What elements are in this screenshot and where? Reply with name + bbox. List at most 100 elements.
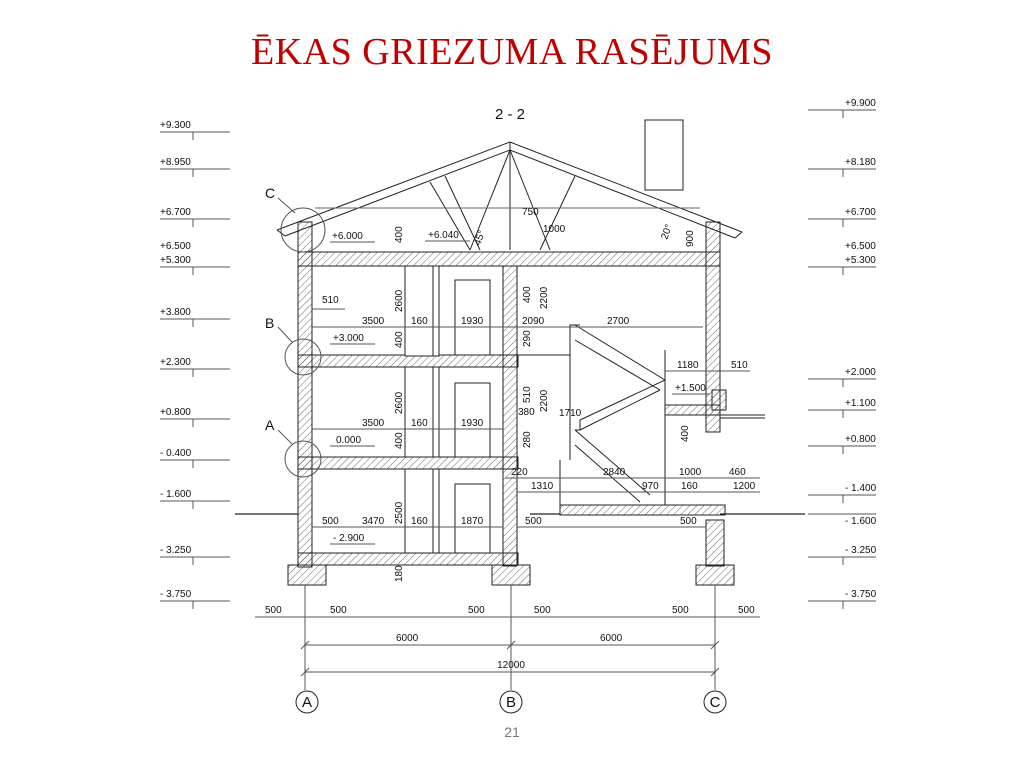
floor-marks: +6.000 +6.040 +3.000 0.000 - 2.900 +1.50… (330, 230, 710, 545)
dim-mid-1710: 1710 (559, 408, 582, 419)
elevation-right-4: +5.300 (845, 255, 876, 266)
dim-mid-1180: 1180 (677, 360, 699, 371)
dim-ground-970: 970 (642, 481, 659, 492)
elevation-left-10: - 3.250 (160, 545, 192, 556)
dim-found-500-1: 500 (265, 605, 282, 616)
dim-top-20deg: 20° (659, 223, 675, 241)
dimensions-basement: 500 3470 160 1870 500 500 2500 180 (312, 501, 706, 582)
axis-markers: A B C (295, 690, 727, 714)
dim-mid-510a: 510 (731, 360, 748, 371)
dim-mid-380: 380 (518, 407, 535, 418)
dimensions-ground-floor: 220 2840 1000 460 1310 970 160 1200 (505, 467, 760, 493)
dim-ground-2840: 2840 (603, 467, 626, 478)
dim-found-500-3: 500 (468, 605, 485, 616)
elevation-right-3: +6.500 (845, 241, 876, 252)
dim-found-500-5: 500 (672, 605, 689, 616)
elevation-left-7: +0.800 (160, 407, 191, 418)
slide-title: ĒKAS GRIEZUMA RASĒJUMS (251, 31, 773, 73)
detail-callout-c: C (265, 185, 275, 201)
dim-ground-460: 460 (729, 467, 746, 478)
axis-c-circle (703, 690, 727, 714)
elevation-right-1: +8.180 (845, 157, 876, 168)
floor-mark-6000: +6.000 (332, 231, 363, 242)
detail-callout-b: B (265, 315, 274, 331)
dim-ground-1200: 1200 (733, 481, 756, 492)
elevation-marks-right: +9.900 +8.180 +6.700 +6.500 +5.300 +2.00… (808, 98, 877, 609)
dimensions-upper-floor: 510 3500 160 1930 2090 2700 2600 400 400… (312, 286, 703, 348)
dim-base-180: 180 (394, 565, 405, 582)
dim-found-500-6: 500 (738, 605, 755, 616)
dim-upper-2090: 2090 (522, 316, 545, 327)
dim-mid-160: 160 (411, 418, 428, 429)
doors (404, 265, 491, 554)
floor-mark-3000: +3.000 (333, 333, 364, 344)
elevation-left-2: +6.700 (160, 207, 191, 218)
floor-mark-m2900: - 2.900 (333, 533, 365, 544)
dim-ground-1000: 1000 (679, 467, 702, 478)
dim-upper-160: 160 (411, 316, 428, 327)
elevation-left-9: - 1.600 (160, 489, 192, 500)
axis-b-label: B (506, 694, 516, 711)
elevation-left-4: +5.300 (160, 255, 191, 266)
elevation-marks-left: +9.300 +8.950 +6.700 +6.500 +5.300 +3.80… (160, 120, 230, 609)
dim-total-12000: 12000 (497, 660, 525, 671)
axis-b-circle (499, 690, 523, 714)
elevation-right-8: - 1.400 (845, 483, 877, 494)
dim-mid-1930: 1930 (461, 418, 484, 429)
elevation-right-9: - 1.600 (845, 516, 877, 527)
detail-callout-labels: C B A (265, 185, 296, 445)
dim-mid-2600: 2600 (394, 391, 405, 414)
dimensions-foundation: 500 500 500 500 500 500 (255, 605, 760, 618)
dim-found-500-2: 500 (330, 605, 347, 616)
dim-mid-400b: 400 (680, 425, 691, 442)
axis-a-label: A (302, 694, 312, 711)
dimensions-spans: 6000 6000 12000 (300, 585, 720, 690)
dim-base-3470: 3470 (362, 516, 385, 527)
dimensions-top: 400 45° 750 1000 20° 900 (394, 207, 696, 247)
dim-base-500b: 500 (525, 516, 542, 527)
detail-circles (280, 207, 326, 478)
dim-mid-3500: 3500 (362, 418, 385, 429)
structure (287, 221, 735, 586)
dim-span-6000-right: 6000 (600, 633, 623, 644)
page-number: 21 (504, 724, 520, 740)
floor-mark-0000: 0.000 (336, 435, 361, 446)
dim-upper-1930: 1930 (461, 316, 484, 327)
dim-upper-400b: 400 (522, 286, 533, 303)
dim-upper-2200: 2200 (539, 286, 550, 309)
elevation-right-6: +1.100 (845, 398, 876, 409)
elevation-right-5: +2.000 (845, 367, 876, 378)
dim-upper-290: 290 (522, 330, 533, 347)
dim-ground-1310: 1310 (531, 481, 554, 492)
elevation-left-11: - 3.750 (160, 589, 192, 600)
dim-mid-510b: 510 (522, 386, 533, 403)
dimensions-middle-floor: 3500 160 1930 380 1710 1180 510 2600 400… (312, 360, 750, 449)
elevation-right-11: - 3.750 (845, 589, 877, 600)
dim-base-500c: 500 (680, 516, 697, 527)
dim-upper-2600: 2600 (394, 289, 405, 312)
elevation-left-3: +6.500 (160, 241, 191, 252)
dim-base-2500: 2500 (394, 501, 405, 524)
dim-mid-280: 280 (522, 431, 533, 448)
detail-callout-a: A (265, 417, 275, 433)
dim-base-160: 160 (411, 516, 428, 527)
axis-a-circle (295, 690, 319, 714)
elevation-left-6: +2.300 (160, 357, 191, 368)
dim-upper-3500: 3500 (362, 316, 385, 327)
dim-base-500a: 500 (322, 516, 339, 527)
dim-top-1000: 1000 (543, 224, 566, 235)
elevation-right-2: +6.700 (845, 207, 876, 218)
elevation-left-1: +8.950 (160, 157, 191, 168)
dim-upper-2700: 2700 (607, 316, 630, 327)
dim-ground-220: 220 (511, 467, 528, 478)
dim-top-750: 750 (522, 207, 539, 218)
dim-top-45deg: 45° (472, 229, 488, 247)
elevation-right-0: +9.900 (845, 98, 876, 109)
section-label: 2 - 2 (495, 106, 525, 123)
dim-span-6000-left: 6000 (396, 633, 419, 644)
dim-mid-400a: 400 (394, 432, 405, 449)
staircase (515, 324, 765, 510)
dim-found-500-4: 500 (534, 605, 551, 616)
dim-base-1870: 1870 (461, 516, 484, 527)
